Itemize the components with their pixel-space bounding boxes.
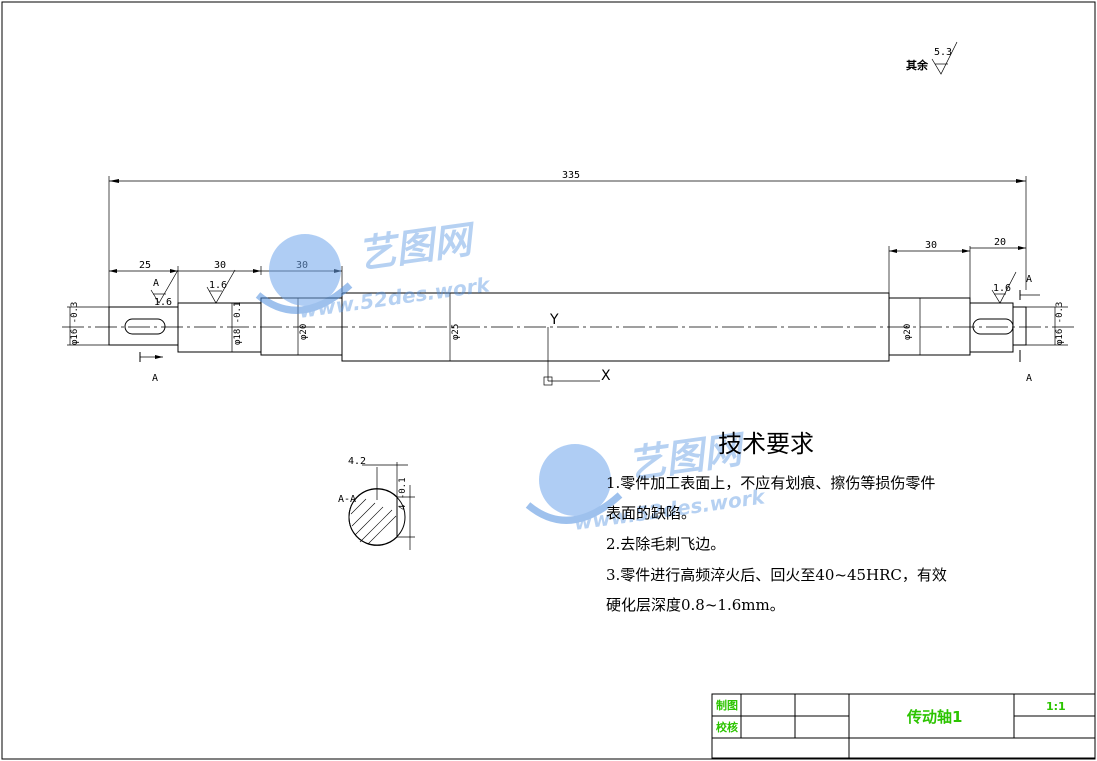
tech-requirement-line-2: 表面的缺陷。 (606, 504, 697, 522)
section-view-aa: 4.2 4 -0.1 A-A (338, 456, 415, 550)
tech-requirements-title: 技术要求 (718, 430, 814, 458)
axis-y-label: Y (549, 312, 559, 328)
section-marker-left-bottom: A (152, 373, 158, 384)
surface-finish-symbol: 5.3 (931, 41, 958, 75)
roughness-marks: 1.6 1.6 1.6 (150, 269, 1017, 308)
roughness-mark-1: 1.6 (154, 297, 172, 308)
section-depth-dim: 4 -0.1 (398, 477, 408, 510)
tech-requirement-line-1: 1.零件加工表面上，不应有划痕、擦伤等损伤零件 (606, 474, 936, 492)
overall-length-value: 335 (562, 170, 580, 181)
watermark-brand-1: 艺图网 (355, 217, 479, 277)
section-marker-left-top: A (153, 278, 159, 289)
roughness-mark-2: 1.6 (209, 280, 227, 291)
diameter-label-2: φ18 -0.1 (233, 302, 243, 345)
diameter-label-5: φ20 (903, 324, 913, 340)
drawn-by-label: 制图 (716, 698, 738, 712)
checked-by-label: 校核 (716, 720, 738, 734)
section-markers: A A A A (139, 274, 1040, 384)
segment-dim-4: 30 (925, 240, 937, 251)
surface-finish-value: 5.3 (934, 47, 952, 58)
tech-requirement-line-5: 硬化层深度0.8~1.6mm。 (606, 596, 785, 614)
segment-dimensions: 25 30 30 30 20 (109, 237, 1026, 305)
scale-value: 1:1 (1046, 700, 1066, 713)
watermark-1: 艺图网 www.52des.work (255, 217, 493, 323)
section-marker-right-top: A (1026, 274, 1032, 285)
diameter-label-1: φ16 -0.3 (70, 302, 80, 345)
ucs-icon: Y X (543, 312, 611, 386)
surface-finish-note: 其余 (906, 58, 929, 72)
part-name: 传动轴1 (906, 708, 962, 726)
section-marker-right-bottom: A (1026, 373, 1032, 384)
tech-requirement-line-4: 3.零件进行高频淬火后、回火至40~45HRC，有效 (606, 566, 947, 584)
title-block: 制图 校核 传动轴1 1:1 (711, 693, 1096, 759)
overall-length-dimension: 335 (108, 170, 1027, 308)
roughness-mark-3: 1.6 (993, 283, 1011, 294)
segment-dim-2: 30 (214, 260, 226, 271)
segment-dim-5: 20 (994, 237, 1006, 248)
segment-dim-1: 25 (139, 260, 151, 271)
tech-requirement-line-3: 2.去除毛刺飞边。 (606, 535, 726, 553)
axis-x-label: X (601, 368, 611, 384)
diameter-label-4: φ25 (451, 324, 461, 340)
diameter-label-3: φ20 (299, 324, 309, 340)
section-view-label: A-A (338, 494, 356, 505)
section-width-dim: 4.2 (348, 456, 366, 467)
diameter-label-6: φ16 -0.3 (1055, 302, 1065, 345)
